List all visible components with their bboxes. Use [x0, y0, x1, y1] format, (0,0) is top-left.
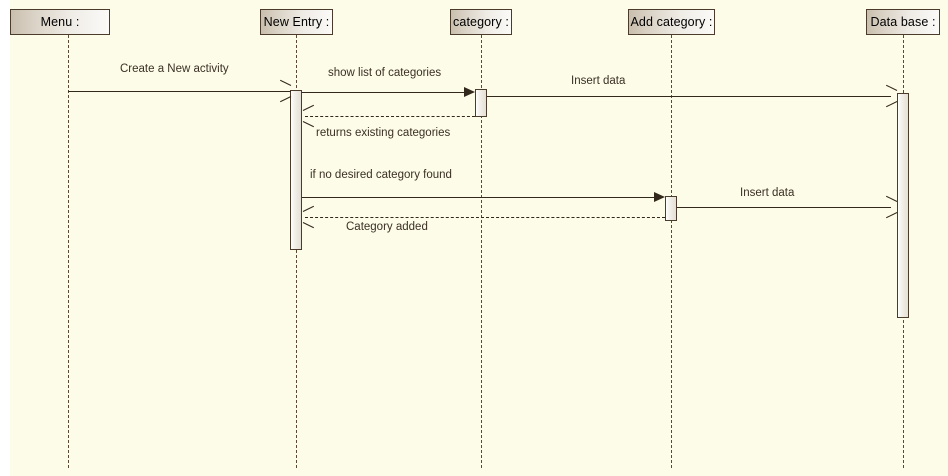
lifeline-label-category: category :	[453, 15, 509, 29]
lifeline-head-menu[interactable]: Menu :	[10, 9, 110, 35]
message-line-returns-categories[interactable]	[305, 116, 475, 117]
message-label-show-categories: show list of categories	[328, 67, 442, 79]
lifeline-head-add-category[interactable]: Add category :	[628, 9, 715, 35]
activation-bar-database[interactable]	[897, 93, 909, 318]
activation-bar-new-entry[interactable]	[290, 90, 302, 250]
message-label-no-category-found: if no desired category found	[310, 169, 452, 181]
arrowhead-insert-data-2	[885, 201, 896, 213]
arrowhead-returns-categories	[303, 110, 314, 122]
message-label-returns-categories: returns existing categories	[316, 127, 451, 139]
message-label-create-activity: Create a New activity	[120, 63, 229, 75]
lifeline-line-category	[481, 35, 482, 468]
message-label-insert-data-2: Insert data	[740, 187, 795, 199]
message-line-category-added[interactable]	[305, 217, 665, 218]
message-line-create-activity[interactable]	[68, 91, 291, 92]
lifeline-line-add-category	[671, 35, 672, 468]
lifeline-line-new-entry	[296, 35, 297, 468]
lifeline-head-new-entry[interactable]: New Entry :	[260, 9, 333, 35]
message-label-category-added: Category added	[346, 221, 428, 233]
lifeline-head-database[interactable]: Data base :	[866, 9, 940, 35]
arrowhead-no-category-found	[654, 192, 665, 202]
message-label-insert-data-1: Insert data	[571, 75, 626, 87]
lifeline-label-database: Data base :	[870, 15, 936, 29]
message-line-insert-data-1[interactable]	[487, 96, 891, 97]
arrowhead-insert-data-1	[885, 90, 896, 102]
arrowhead-show-categories	[464, 87, 475, 97]
lifeline-head-category[interactable]: category :	[450, 9, 512, 35]
message-line-no-category-found[interactable]	[302, 197, 654, 198]
lifeline-label-new-entry: New Entry :	[263, 15, 330, 29]
message-line-show-categories[interactable]	[302, 92, 464, 93]
lifeline-label-menu: Menu :	[40, 15, 80, 29]
lifeline-line-menu	[68, 35, 69, 468]
activation-bar-category[interactable]	[475, 89, 487, 117]
lifeline-label-add-category: Add category :	[630, 15, 713, 29]
message-line-insert-data-2[interactable]	[677, 207, 891, 208]
arrowhead-category-added	[303, 211, 314, 223]
arrowhead-create-activity	[279, 85, 290, 97]
activation-bar-add-category[interactable]	[665, 196, 677, 221]
